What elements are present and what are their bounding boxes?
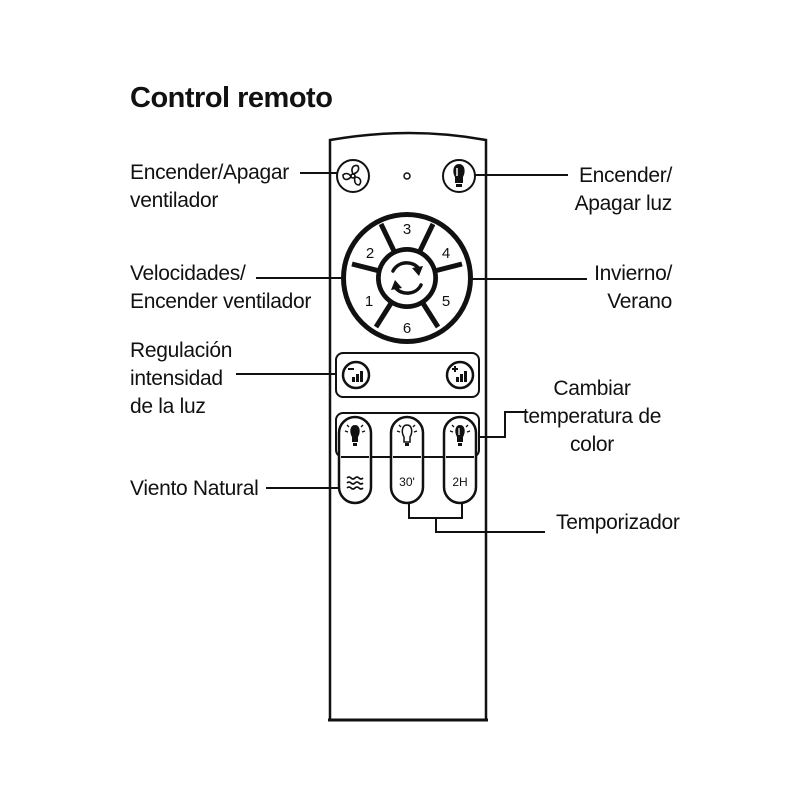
speed-button-2[interactable]: 2 (366, 245, 374, 262)
label-speeds: Velocidades/ Encender ventilador (130, 260, 311, 316)
label-season-line2: Verano (607, 290, 672, 313)
label-fan-power-line2: ventilador (130, 189, 219, 212)
speed-button-4[interactable]: 4 (442, 245, 450, 262)
season-button[interactable] (391, 261, 423, 295)
timer-2h-button[interactable]: 2H (452, 475, 467, 489)
label-light-power-line1: Encender/ (578, 164, 672, 187)
diagram-title: Control remoto (130, 82, 333, 114)
callout-timer (435, 518, 545, 533)
label-light-power-line2: Apagar luz (574, 192, 673, 215)
label-color-temp-line3: color (569, 433, 615, 456)
cool-light-button[interactable] (449, 424, 471, 446)
warm-light-button[interactable] (344, 424, 366, 446)
label-color-temp-line1: Cambiar (553, 377, 631, 400)
speed-button-6[interactable]: 6 (403, 320, 411, 337)
label-season: Invierno/ Verano (594, 260, 672, 316)
cool-light-2h-pill (442, 415, 478, 505)
cycle-arrows-icon (391, 261, 423, 295)
natural-wind-button[interactable] (346, 476, 364, 490)
bulb-icon (344, 424, 366, 446)
label-light-power: Encender/ Apagar luz (574, 162, 673, 218)
neutral-light-button[interactable] (396, 424, 418, 446)
dim-down-button[interactable] (341, 360, 371, 390)
label-timer: Temporizador (556, 511, 680, 534)
dim-minus-icon (348, 368, 363, 382)
callout-color-temp (480, 411, 527, 438)
label-color-temp-line2: temperatura de (522, 405, 662, 428)
label-speeds-line2: Encender ventilador (130, 290, 312, 313)
label-dimming-line3: de la luz (130, 395, 206, 418)
bulb-icon (449, 424, 471, 446)
wind-icon (346, 476, 364, 490)
label-color-temp: Cambiar temperatura de color (512, 375, 672, 459)
speed-button-3[interactable]: 3 (403, 221, 411, 238)
label-dimming: Regulación intensidad de la luz (130, 337, 232, 421)
light-power-button[interactable] (442, 159, 476, 193)
dim-plus-icon (452, 366, 467, 382)
label-fan-power: Encender/Apagar ventilador (130, 159, 289, 215)
bulb-outline-icon (396, 424, 418, 446)
indicator-led (403, 172, 411, 180)
label-season-line1: Invierno/ (594, 262, 672, 285)
speed-wheel (341, 212, 473, 344)
label-dimming-line2: intensidad (130, 367, 223, 390)
warm-light-wind-pill (337, 415, 373, 505)
label-natural-wind: Viento Natural (130, 477, 259, 500)
fan-power-button[interactable] (336, 159, 370, 193)
fan-icon (342, 164, 362, 186)
bulb-icon (453, 164, 465, 187)
label-fan-power-line1: Encender/Apagar (130, 161, 289, 184)
speed-button-1[interactable]: 1 (365, 293, 373, 310)
label-speeds-line1: Velocidades/ (130, 262, 246, 285)
label-dimming-line1: Regulación (130, 339, 233, 362)
dimming-panel (335, 352, 480, 398)
timer-30-button[interactable]: 30' (399, 475, 415, 489)
dim-up-button[interactable] (445, 360, 475, 390)
neutral-light-30-pill (389, 415, 425, 505)
speed-button-5[interactable]: 5 (442, 293, 450, 310)
